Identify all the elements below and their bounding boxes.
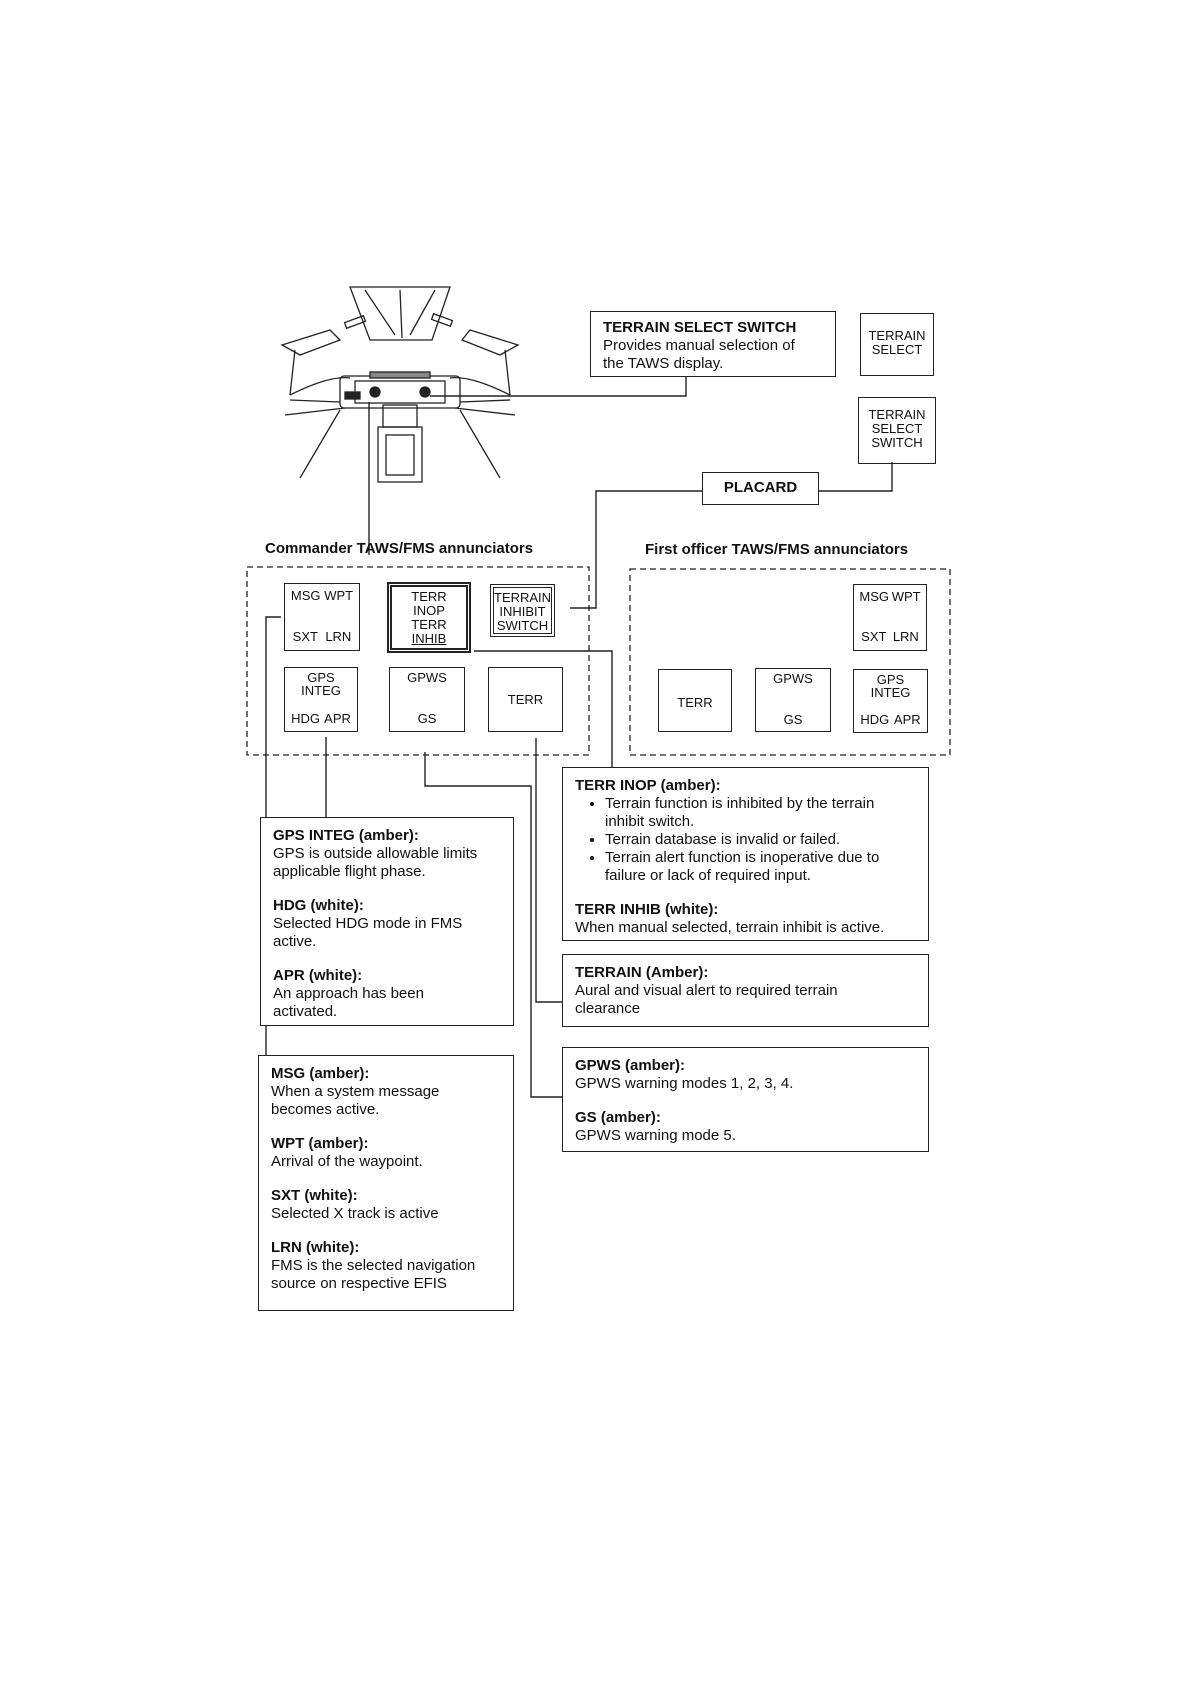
- commander-gpws-annunciator[interactable]: GPWS GS: [389, 667, 465, 732]
- terrain-select-button[interactable]: TERRAIN SELECT: [860, 313, 934, 376]
- commander-section-title: Commander TAWS/FMS annunciators: [265, 540, 534, 557]
- callout-text: Aural and visual alert to required terra…: [575, 982, 838, 999]
- annunciator-label: TERR: [411, 617, 447, 632]
- callout-text: applicable flight phase.: [273, 863, 426, 880]
- annunciator-label: GS: [783, 712, 803, 727]
- callout-heading: TERRAIN SELECT SWITCH: [603, 319, 797, 336]
- callout-text: GPWS warning modes 1, 2, 3, 4.: [575, 1075, 794, 1092]
- bullet-text: Terrain alert function is inoperative du…: [605, 849, 880, 866]
- callout-text: When a system message: [271, 1083, 440, 1100]
- annunciator-label: GPS: [876, 672, 905, 687]
- callout-heading: APR (white):: [273, 967, 363, 984]
- callout-text: active.: [273, 933, 317, 950]
- callout-text: FMS is the selected navigation: [271, 1257, 476, 1274]
- annunciator-label: APR: [324, 711, 351, 726]
- annunciator-label: LRN: [325, 629, 352, 644]
- terrain-callout: TERRAIN (Amber): Aural and visual alert …: [562, 954, 929, 1027]
- callout-heading: TERRAIN (Amber):: [575, 964, 709, 981]
- bullet-text: Terrain function is inhibited by the ter…: [605, 795, 875, 812]
- callout-heading: GS (amber):: [575, 1109, 661, 1126]
- bullet-item: Terrain function is inhibited by the ter…: [605, 795, 916, 831]
- bullet-text: inhibit switch.: [605, 813, 695, 830]
- annunciator-label: TERR: [411, 589, 447, 604]
- annunciator-label: HDG: [860, 712, 890, 727]
- first-officer-section-title: First officer TAWS/FMS annunciators: [645, 541, 909, 558]
- callout-text: GPS is outside allowable limits: [273, 845, 478, 862]
- callout-heading: GPWS (amber):: [575, 1057, 686, 1074]
- button-label: SWITCH: [496, 618, 549, 633]
- cockpit-illustration: [280, 286, 520, 483]
- annunciator-label: INHIB: [411, 631, 447, 646]
- callout-heading: SXT (white):: [271, 1187, 358, 1204]
- callout-text: When manual selected, terrain inhibit is…: [575, 919, 885, 936]
- callout-text: activated.: [273, 1003, 338, 1020]
- callout-heading: LRN (white):: [271, 1239, 360, 1256]
- bullet-text: failure or lack of required input.: [605, 867, 811, 884]
- first-officer-gpws-annunciator[interactable]: GPWS GS: [755, 668, 831, 732]
- annunciator-label: TERR: [507, 692, 544, 707]
- callout-text: Selected HDG mode in FMS: [273, 915, 463, 932]
- callout-heading: HDG (white):: [273, 897, 364, 914]
- annunciator-label: APR: [893, 712, 921, 727]
- callout-heading: MSG (amber):: [271, 1065, 370, 1082]
- first-officer-msg-wpt-annunciator[interactable]: MSG WPT SXT LRN: [853, 584, 927, 651]
- annunciator-label: INTEG: [870, 685, 911, 700]
- button-label: SELECT: [871, 342, 923, 357]
- terrain-select-switch-button[interactable]: TERRAIN SELECT SWITCH: [858, 397, 936, 464]
- commander-msg-wpt-annunciator[interactable]: MSG WPT SXT LRN: [284, 583, 360, 651]
- callout-heading: WPT (amber):: [271, 1135, 369, 1152]
- commander-terrain-inhibit-switch[interactable]: TERRAIN INHIBIT SWITCH: [490, 584, 555, 637]
- annunciator-label: TERR: [677, 695, 713, 710]
- bullet-list: Terrain function is inhibited by the ter…: [575, 795, 916, 885]
- annunciator-label: HDG: [291, 711, 320, 726]
- annunciator-label: MSG: [859, 589, 889, 604]
- terr-inop-callout: TERR INOP (amber): Terrain function is i…: [562, 767, 929, 941]
- callout-heading: TERR INHIB (white):: [575, 901, 719, 918]
- annunciator-label: INOP: [413, 603, 445, 618]
- terrain-select-switch-callout: TERRAIN SELECT SWITCH Provides manual se…: [590, 311, 836, 377]
- commander-terr-inop-annunciator[interactable]: TERR INOP TERR INHIB: [387, 582, 471, 653]
- msg-callout: MSG (amber): When a system message becom…: [258, 1055, 514, 1311]
- annunciator-label: GPWS: [407, 670, 447, 685]
- annunciator-label: GPWS: [773, 671, 813, 686]
- placard-label: PLACARD: [702, 472, 819, 505]
- callout-text: Arrival of the waypoint.: [271, 1153, 423, 1170]
- callout-heading: GPS INTEG (amber):: [273, 827, 419, 844]
- callout-text: source on respective EFIS: [271, 1275, 447, 1292]
- callout-text: Provides manual selection of: [603, 337, 795, 354]
- bullet-item: Terrain alert function is inoperative du…: [605, 849, 916, 885]
- annunciator-label: GPS: [307, 670, 335, 685]
- button-label: SELECT: [871, 421, 923, 436]
- annunciator-label: SXT: [861, 629, 887, 644]
- bullet-text: Terrain database is invalid or failed.: [605, 831, 841, 848]
- gpws-callout: GPWS (amber): GPWS warning modes 1, 2, 3…: [562, 1047, 929, 1152]
- first-officer-terr-annunciator[interactable]: TERR: [658, 669, 732, 732]
- callout-text: becomes active.: [271, 1101, 380, 1118]
- callout-text: An approach has been: [273, 985, 424, 1002]
- button-label: SWITCH: [871, 435, 923, 450]
- callout-heading: TERR INOP (amber):: [575, 777, 721, 794]
- annunciator-label: INTEG: [301, 683, 341, 698]
- commander-terr-annunciator[interactable]: TERR: [488, 667, 563, 732]
- gps-integ-callout: GPS INTEG (amber): GPS is outside allowa…: [260, 817, 514, 1026]
- callout-text: GPWS warning mode 5.: [575, 1127, 736, 1144]
- first-officer-gps-integ-annunciator[interactable]: GPS INTEG HDG APR: [853, 669, 928, 733]
- button-label: TERRAIN: [494, 590, 552, 605]
- annunciator-label: WPT: [891, 589, 921, 604]
- button-label: INHIBIT: [499, 604, 546, 619]
- commander-gps-integ-annunciator[interactable]: GPS INTEG HDG APR: [284, 667, 358, 732]
- button-label: TERRAIN: [868, 407, 926, 422]
- annunciator-label: LRN: [892, 629, 919, 644]
- callout-text: Selected X track is active: [271, 1205, 439, 1222]
- callout-text: the TAWS display.: [603, 355, 724, 372]
- bullet-item: Terrain database is invalid or failed.: [605, 831, 916, 849]
- annunciator-label: WPT: [324, 588, 354, 603]
- annunciator-label: SXT: [292, 629, 318, 644]
- callout-text: clearance: [575, 1000, 641, 1017]
- annunciator-label: MSG: [290, 588, 321, 603]
- annunciator-label: GS: [417, 711, 437, 726]
- button-label: TERRAIN: [868, 328, 926, 343]
